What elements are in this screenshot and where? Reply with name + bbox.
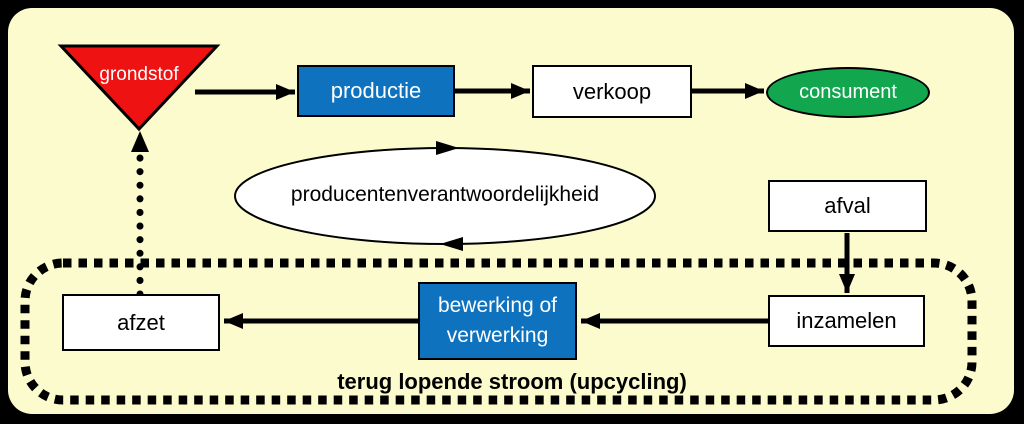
node-afzet: afzet — [62, 294, 220, 351]
node-consument: consument — [766, 67, 930, 118]
cycle-bottom-arrowhead-icon — [440, 237, 463, 251]
node-bewerking: bewerking of verwerking — [418, 282, 577, 360]
upcycling-loop-label: terug lopende stroom (upcycling) — [337, 369, 687, 394]
dotted-line-up-arrowhead-icon — [131, 131, 149, 152]
upcycling-loop-dotted-border — [20, 258, 977, 405]
node-verkoop: verkoop — [532, 65, 692, 118]
cycle-top-arrowhead-icon — [436, 141, 459, 155]
grondstof-triangle — [57, 44, 221, 132]
node-inzamelen: inzamelen — [768, 295, 925, 347]
node-productie: productie — [297, 65, 455, 117]
node-producer-responsibility-label: producentenverantwoordelijkheid — [290, 183, 600, 206]
node-grondstof-label: grondstof — [99, 64, 179, 85]
node-afval: afval — [768, 180, 927, 232]
